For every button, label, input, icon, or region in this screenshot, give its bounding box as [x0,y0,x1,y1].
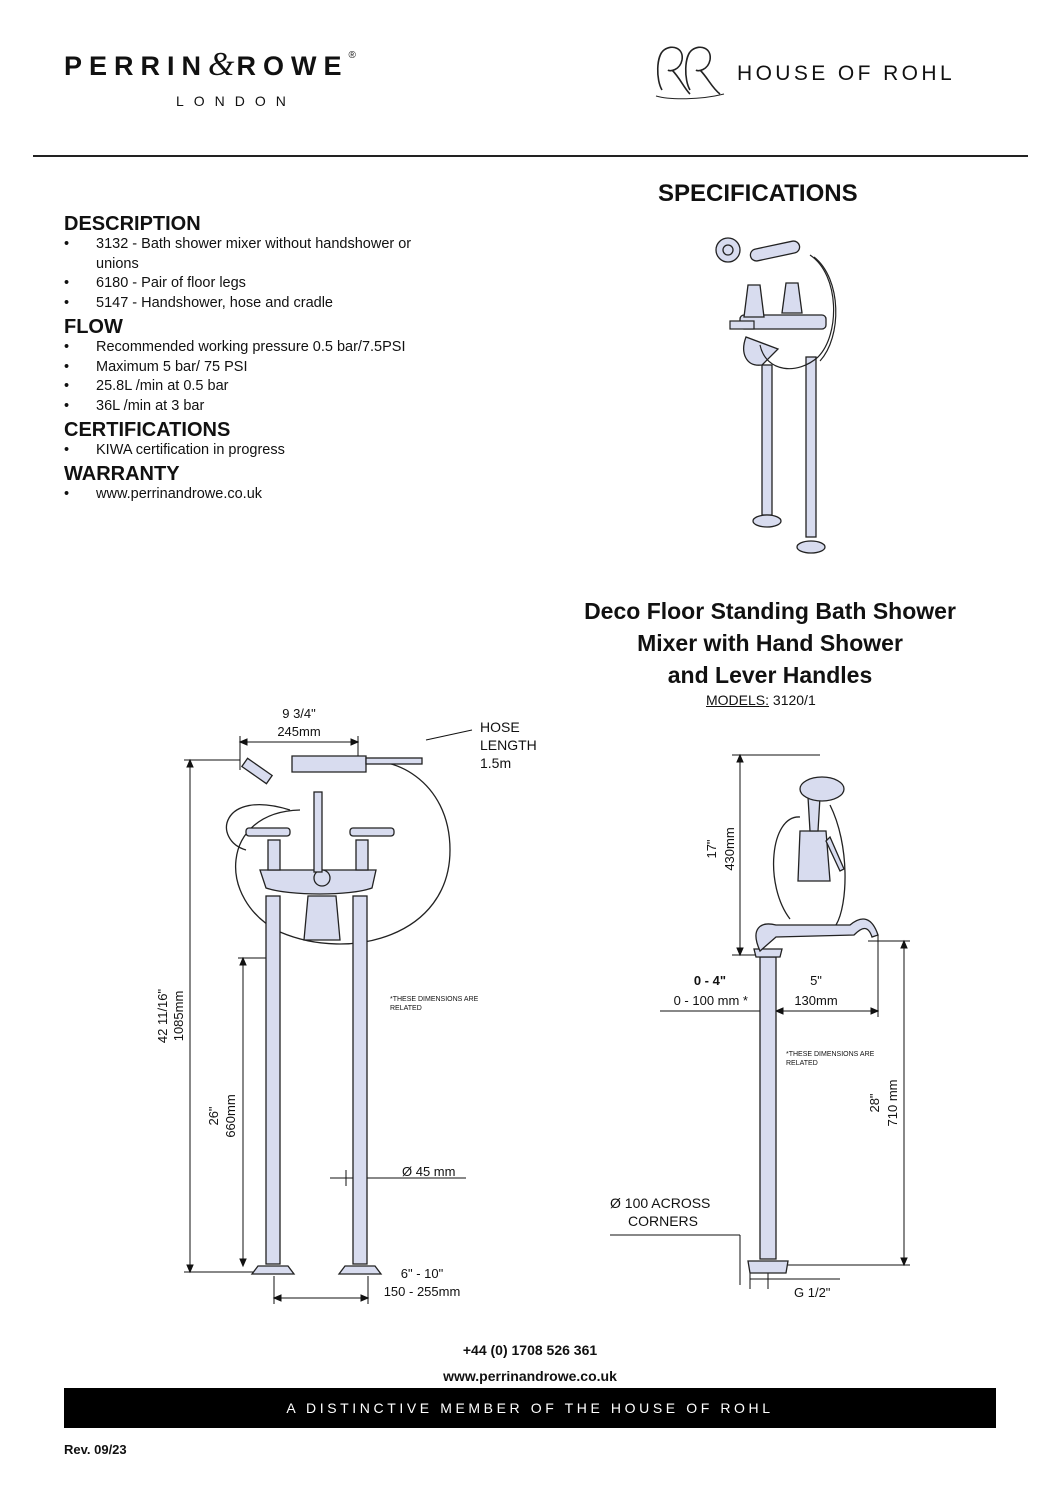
house-of-rohl-monogram [655,46,725,100]
brand-london: LONDON [176,93,296,109]
base-label-1: Ø 100 ACROSS [610,1195,710,1211]
leg-height-inches: 28" [867,1093,882,1112]
related-note-1: *THESE DIMENSIONS ARE [390,996,479,1003]
models-label: MODELS: [706,692,770,708]
height-inches: 42 11/16" [155,988,170,1043]
header-divider [33,155,1028,157]
side-elevation-drawing: 17" 430mm 0 - 4" 0 - 100 mm * 5" 130mm *… [610,753,910,1300]
footer-tagline-bar: A DISTINCTIVE MEMBER OF THE HOUSE OF ROH… [64,1388,996,1428]
list-item: 3132 - Bath shower mixer without handsho… [64,235,436,274]
spout-mm: 130mm [794,993,837,1008]
list-item: 6180 - Pair of floor legs [64,274,484,294]
flow-heading: FLOW [64,316,123,338]
leg-diameter: Ø 45 mm [402,1164,455,1179]
width-mm: 245mm [277,724,320,739]
list-item: Maximum 5 bar/ 75 PSI [64,358,484,378]
hose-label-1: HOSE [480,719,520,735]
brand-house-of-rohl: HOUSE OF ROHL [737,62,956,85]
certifications-section: CERTIFICATIONS KIWA certification in pro… [64,419,484,461]
thread-size: G 1/2" [794,1285,831,1300]
brand-perrin: Perrin [64,51,209,81]
list-item: 25.8L /min at 0.5 bar [64,377,484,397]
website-link[interactable]: www.perrinandrowe.co.uk [443,1368,617,1384]
leg-height-inches: 26" [206,1106,221,1125]
leg-height-mm: 710 mm [885,1080,900,1127]
product-title: Deco Floor Standing Bath Shower Mixer wi… [540,595,1000,691]
certifications-heading: CERTIFICATIONS [64,419,231,441]
related-note-2: RELATED [786,1060,818,1067]
description-heading: DESCRIPTION [64,213,201,235]
perrin-rowe-logo: Perrin&Rowe® [64,46,356,84]
list-item: Recommended working pressure 0.5 bar/7.5… [64,338,484,358]
list-item: KIWA certification in progress [64,441,484,461]
offset-inches: 0 - 4" [694,973,726,988]
phone-number: +44 (0) 1708 526 361 [462,1342,598,1358]
product-illustration [715,237,837,554]
models-value: 3120/1 [772,692,816,708]
product-title-line: and Lever Handles [667,662,873,688]
centres-mm: 150 - 255mm [384,1284,461,1299]
hose-label-2: LENGTH [480,737,537,753]
height-mm: 1085mm [171,991,186,1042]
top-height-mm: 430mm [722,827,737,870]
revision-label: Rev. 09/23 [64,1442,127,1457]
warranty-section: WARRANTY www.perrinandrowe.co.uk [64,463,484,505]
product-title-line: Mixer with Hand Shower [637,630,903,656]
centres-inches: 6" - 10" [401,1266,444,1281]
front-elevation-drawing: 9 3/4" 245mm HOSE LENGTH 1.5m 42 11/16" … [155,706,537,1304]
flow-section: FLOW Recommended working pressure 0.5 ba… [64,316,484,416]
width-inches: 9 3/4" [282,706,316,721]
offset-mm: 0 - 100 mm * [674,993,748,1008]
leg-height-mm: 660mm [223,1094,238,1137]
list-item: 36L /min at 3 bar [64,397,484,417]
description-section: DESCRIPTION 3132 - Bath shower mixer wit… [64,213,484,313]
registered-mark: ® [348,50,356,61]
related-note-2: RELATED [390,1005,422,1012]
brand-ampersand: & [208,46,237,83]
related-note-1: *THESE DIMENSIONS ARE [786,1051,875,1058]
base-label-2: CORNERS [628,1213,698,1229]
spout-inches: 5" [810,973,822,988]
specifications-title: SPECIFICATIONS [658,180,858,207]
product-title-line: Deco Floor Standing Bath Shower [584,598,956,624]
list-item: www.perrinandrowe.co.uk [64,485,484,505]
warranty-heading: WARRANTY [64,463,180,485]
hose-label-3: 1.5m [480,755,511,771]
top-height-inches: 17" [704,839,719,858]
models-line: MODELS: 3120/1 [706,692,816,708]
brand-rowe: Rowe [236,51,349,81]
list-item: 5147 - Handshower, hose and cradle [64,294,484,314]
